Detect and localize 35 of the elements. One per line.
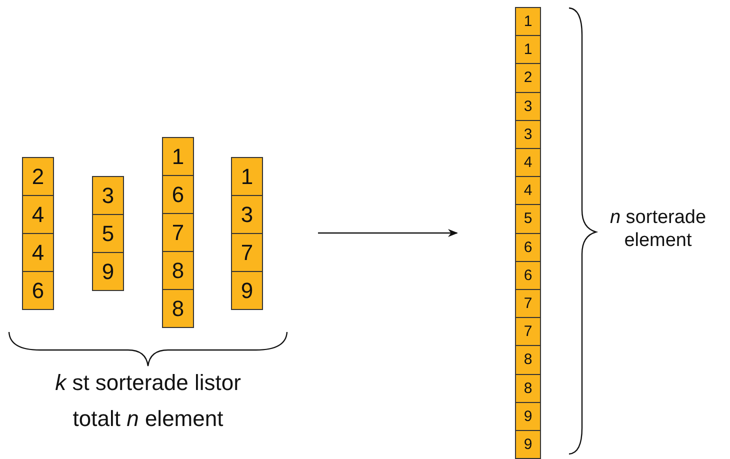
caption-text: totalt n element — [72, 406, 224, 432]
list-cell: 8 — [162, 251, 194, 290]
caption-text: n sorterade element — [608, 207, 708, 253]
list-cell: 3 — [515, 120, 541, 149]
list-cell: 3 — [515, 92, 541, 121]
list-cell: 7 — [162, 213, 194, 252]
list-cell: 1 — [515, 35, 541, 64]
list-cell: 8 — [515, 374, 541, 403]
list-cell: 1 — [515, 7, 541, 36]
list-cell: 6 — [515, 260, 541, 290]
list-cell: 9 — [515, 402, 541, 431]
list-cell: 6 — [515, 232, 541, 262]
list-cell: 8 — [515, 345, 541, 375]
list-cell: 6 — [162, 175, 194, 214]
list-cell: 7 — [515, 289, 541, 318]
list-cell: 9 — [231, 271, 263, 310]
list-cell: 3 — [92, 176, 124, 215]
list-cell: 4 — [515, 176, 541, 206]
list-cell: 4 — [515, 148, 541, 178]
list-cell: 5 — [92, 214, 124, 253]
list-cell: 5 — [515, 204, 541, 234]
list-cell: 4 — [22, 233, 54, 272]
list-cell: 2 — [515, 63, 541, 93]
list-cell: 9 — [92, 252, 124, 291]
list-cell: 2 — [22, 157, 54, 196]
list-cell: 8 — [162, 289, 194, 328]
list-cell: 6 — [22, 271, 54, 310]
list-cell: 1 — [162, 137, 194, 176]
caption-text: k st sorterade listor — [54, 370, 242, 396]
list-cell: 7 — [515, 317, 541, 346]
list-cell: 1 — [231, 157, 263, 196]
list-cell: 7 — [231, 233, 263, 272]
list-cell: 9 — [515, 430, 541, 459]
list-cell: 4 — [22, 195, 54, 234]
list-cell: 3 — [231, 195, 263, 234]
